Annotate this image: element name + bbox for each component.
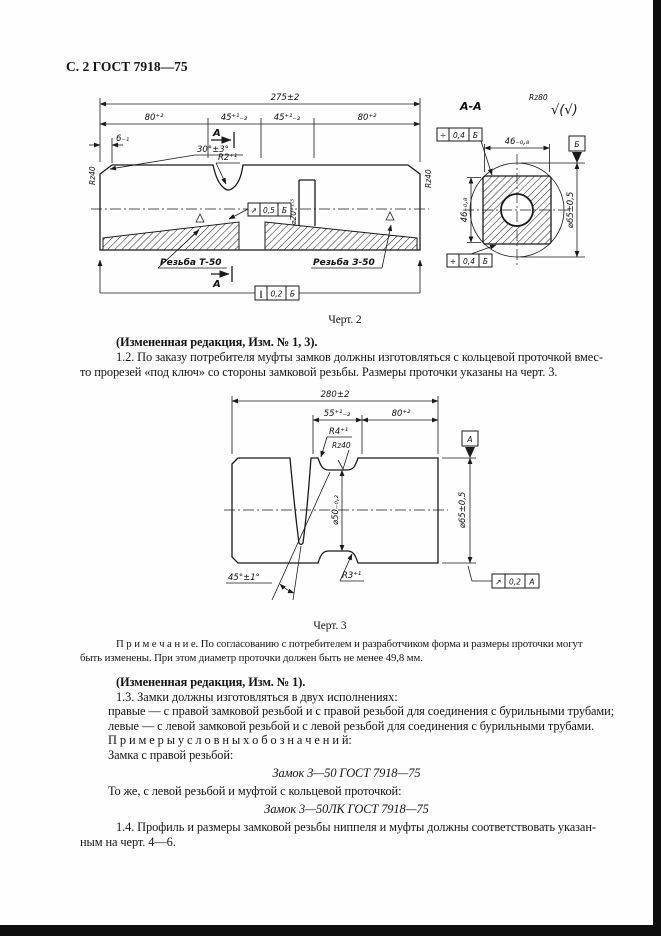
section-arrow-a-bottom: А — [212, 279, 221, 290]
para-1-3-left: левые — с левой замковой резьбой и с лев… — [108, 718, 595, 733]
frame-datum: Б — [483, 257, 488, 266]
tolerance-frame-runout-02: ↗ 0,2 А — [491, 573, 540, 589]
frame-symbol: ∥ — [259, 290, 263, 299]
frame-symbol: ÷ — [440, 131, 446, 140]
scan-edge-bottom — [0, 925, 661, 936]
dim-r2: R2⁺¹ — [218, 153, 237, 163]
edit-note-1: (Измененная редакция, Изм. № 1, 3). — [116, 335, 318, 349]
frame-symbol: + — [450, 257, 456, 266]
thread-label-z50: Резьба З-50 — [313, 257, 375, 268]
dim-80-right: 80⁺² — [358, 113, 377, 123]
para-1-2-line2: то прорезей «под ключ» со стороны замков… — [80, 364, 558, 379]
figure-3-drawing: 280±2 55⁺¹₋₂ 80⁺² R4⁺¹ Rz40 ⌀50₋₀,₂ ⌀65±… — [224, 390, 540, 601]
dim-flats-vertical: 46₋₀,₈ — [460, 197, 470, 222]
para-1-2-line1: 1.2. По заказу потребителя муфты замков … — [116, 350, 603, 364]
dim-d20: ⌀20⁺¹·⁵ — [289, 199, 298, 225]
tolerance-frame-parallel-02: ∥ 0,2 Б — [254, 285, 300, 301]
roughness-rz40-right: Rz40 — [424, 169, 433, 188]
dim-6: 6₋₁ — [116, 134, 129, 144]
finish-triangle-left — [195, 213, 205, 223]
dim-flats-horizontal: 46₋₀,₈ — [505, 137, 530, 147]
roughness-rz80: Rz80 — [529, 93, 548, 102]
fig2-section-view: А-А Rz80 √(√) 46₋₀,₈ 46₋₀,₈ ⌀65±0,5 Б — [436, 93, 586, 268]
frame-datum: Б — [290, 290, 295, 299]
datum-label-a: А — [466, 435, 472, 444]
frame-value: 0,4 — [463, 257, 475, 266]
tolerance-frame-position-04: + 0,4 Б — [446, 253, 493, 268]
dim-80: 80⁺² — [392, 409, 411, 419]
example-1-intro: Замка с правой резьбой: — [108, 747, 234, 762]
page-header: С. 2 ГОСТ 7918—75 — [66, 59, 188, 74]
frame-symbol: ↗ — [251, 206, 257, 215]
fig3-profile-view: 280±2 55⁺¹₋₂ 80⁺² R4⁺¹ Rz40 ⌀50₋₀,₂ ⌀65±… — [224, 390, 540, 601]
frame-value: 0,4 — [453, 131, 465, 140]
tolerance-frame-symmetry-04: ÷ 0,4 Б — [436, 127, 483, 142]
dim-55: 55⁺¹₋₂ — [324, 409, 351, 419]
section-arrow-a-top: А — [212, 128, 221, 139]
frame-value: 0,2 — [271, 290, 283, 299]
roughness-rz40-left: Rz40 — [88, 166, 97, 185]
examples-heading: П р и м е р ы у с л о в н ы х о б о з н … — [108, 733, 352, 747]
frame-value: 0,5 — [263, 206, 275, 215]
dim-r3: R3⁺¹ — [342, 571, 361, 581]
frame-datum: Б — [473, 131, 478, 140]
fig2-main-view: 275±2 80⁺² 45⁺¹₋₂ 45⁺¹₋₂ 80⁺² 6₋₁ 30°±3°… — [88, 93, 433, 301]
example-2-intro: То же, с левой резьбой и муфтой с кольце… — [108, 784, 402, 798]
thread-label-t50: Резьба Т-50 — [160, 257, 222, 268]
dim-overall-275: 275±2 — [271, 93, 300, 103]
roughness-rz40: Rz40 — [332, 441, 351, 450]
figure-3-caption: Черт. 3 — [313, 620, 347, 632]
datum-label-b: Б — [574, 140, 579, 149]
figure-2-drawing: 275±2 80⁺² 45⁺¹₋₂ 45⁺¹₋₂ 80⁺² 6₋₁ 30°±3°… — [88, 93, 586, 301]
designation-2: Замок 3—50ЛК ГОСТ 7918—75 — [264, 802, 429, 816]
dim-d50: ⌀50₋₀,₂ — [331, 494, 341, 525]
tolerance-frame-runout-05: ↗ 0,5 Б — [247, 202, 292, 217]
datum-triangle — [572, 152, 582, 163]
finish-triangle-right — [385, 211, 395, 221]
para-1-3-right: правые — с правой замковой резьбой и с п… — [108, 704, 615, 718]
dim-45-right: 45⁺¹₋₂ — [274, 113, 301, 123]
dim-80-left: 80⁺² — [145, 113, 164, 123]
dim-overall-280: 280±2 — [321, 390, 350, 400]
designation-1: Замок 3—50 ГОСТ 7918—75 — [272, 766, 421, 780]
dim-45-left: 45⁺¹₋₂ — [221, 113, 248, 123]
dim-r4: R4⁺¹ — [329, 427, 348, 437]
note-line1: П р и м е ч а н и е. По согласованию с п… — [116, 638, 583, 650]
para-1-3: 1.3. Замки должны изготовляться в двух и… — [116, 689, 398, 704]
dim-angle-30: 30°±3° — [197, 145, 229, 155]
para-1-4-line2: ным на черт. 4—6. — [80, 834, 176, 849]
edit-note-2: (Измененная редакция, Изм. № 1). — [116, 675, 306, 689]
scan-edge-right — [653, 0, 661, 936]
dim-dia-65: ⌀65±0,5 — [566, 192, 576, 229]
note-line2: быть изменены. При этом диаметр проточки… — [80, 652, 423, 664]
dim-d65: ⌀65±0,5 — [458, 492, 468, 529]
dim-angle-45: 45°±1° — [228, 573, 260, 583]
frame-datum: Б — [282, 206, 287, 215]
para-1-4-line1: 1.4. Профиль и размеры замковой резьбы н… — [116, 820, 596, 834]
section-title: А-А — [459, 100, 482, 113]
frame-symbol: ↗ — [495, 578, 501, 587]
frame-value: 0,2 — [509, 578, 521, 587]
datum-triangle — [465, 447, 475, 458]
frame-datum: А — [528, 578, 534, 587]
figure-2-caption: Черт. 2 — [328, 314, 362, 326]
finish-marks: √(√) — [551, 103, 578, 118]
